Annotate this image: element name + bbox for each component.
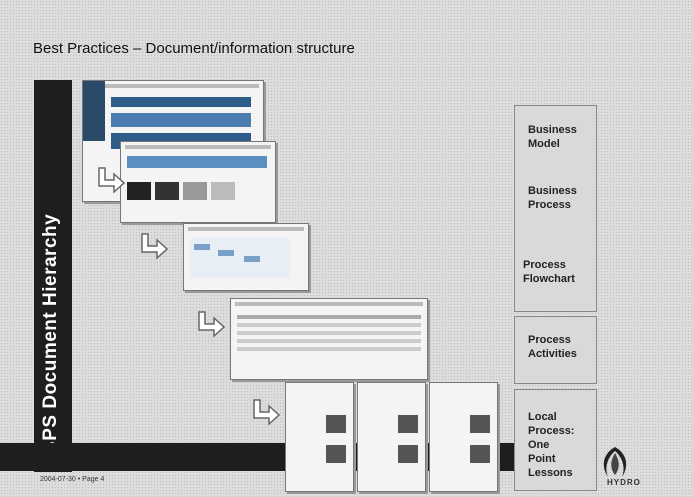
document-thumbnail-business-process [120,141,276,223]
document-thumbnail-process-activities [230,298,428,380]
hydro-logo-icon [603,447,627,477]
document-thumbnail-process-flowchart [183,223,309,291]
level-box-upper [514,105,597,312]
level-label-local-process: Local Process: One Point Lessons [528,411,575,479]
footer-text: 2004-07-30 • Page 4 [40,476,105,483]
level-box-local [514,389,597,491]
vertical-title: BPS Document Hierarchy [40,213,61,455]
vertical-bar [34,80,72,472]
logo-text: HYDRO [607,478,641,487]
arrow-icon [253,399,281,426]
document-thumbnail-opl-2 [357,382,426,492]
slide-title: Best Practices – Document/information st… [33,40,355,57]
arrow-icon [141,233,169,260]
document-thumbnail-opl-1 [285,382,354,492]
level-box-activities [514,316,597,384]
arrow-icon [98,167,126,194]
document-thumbnail-opl-3 [429,382,498,492]
arrow-icon [198,311,226,338]
